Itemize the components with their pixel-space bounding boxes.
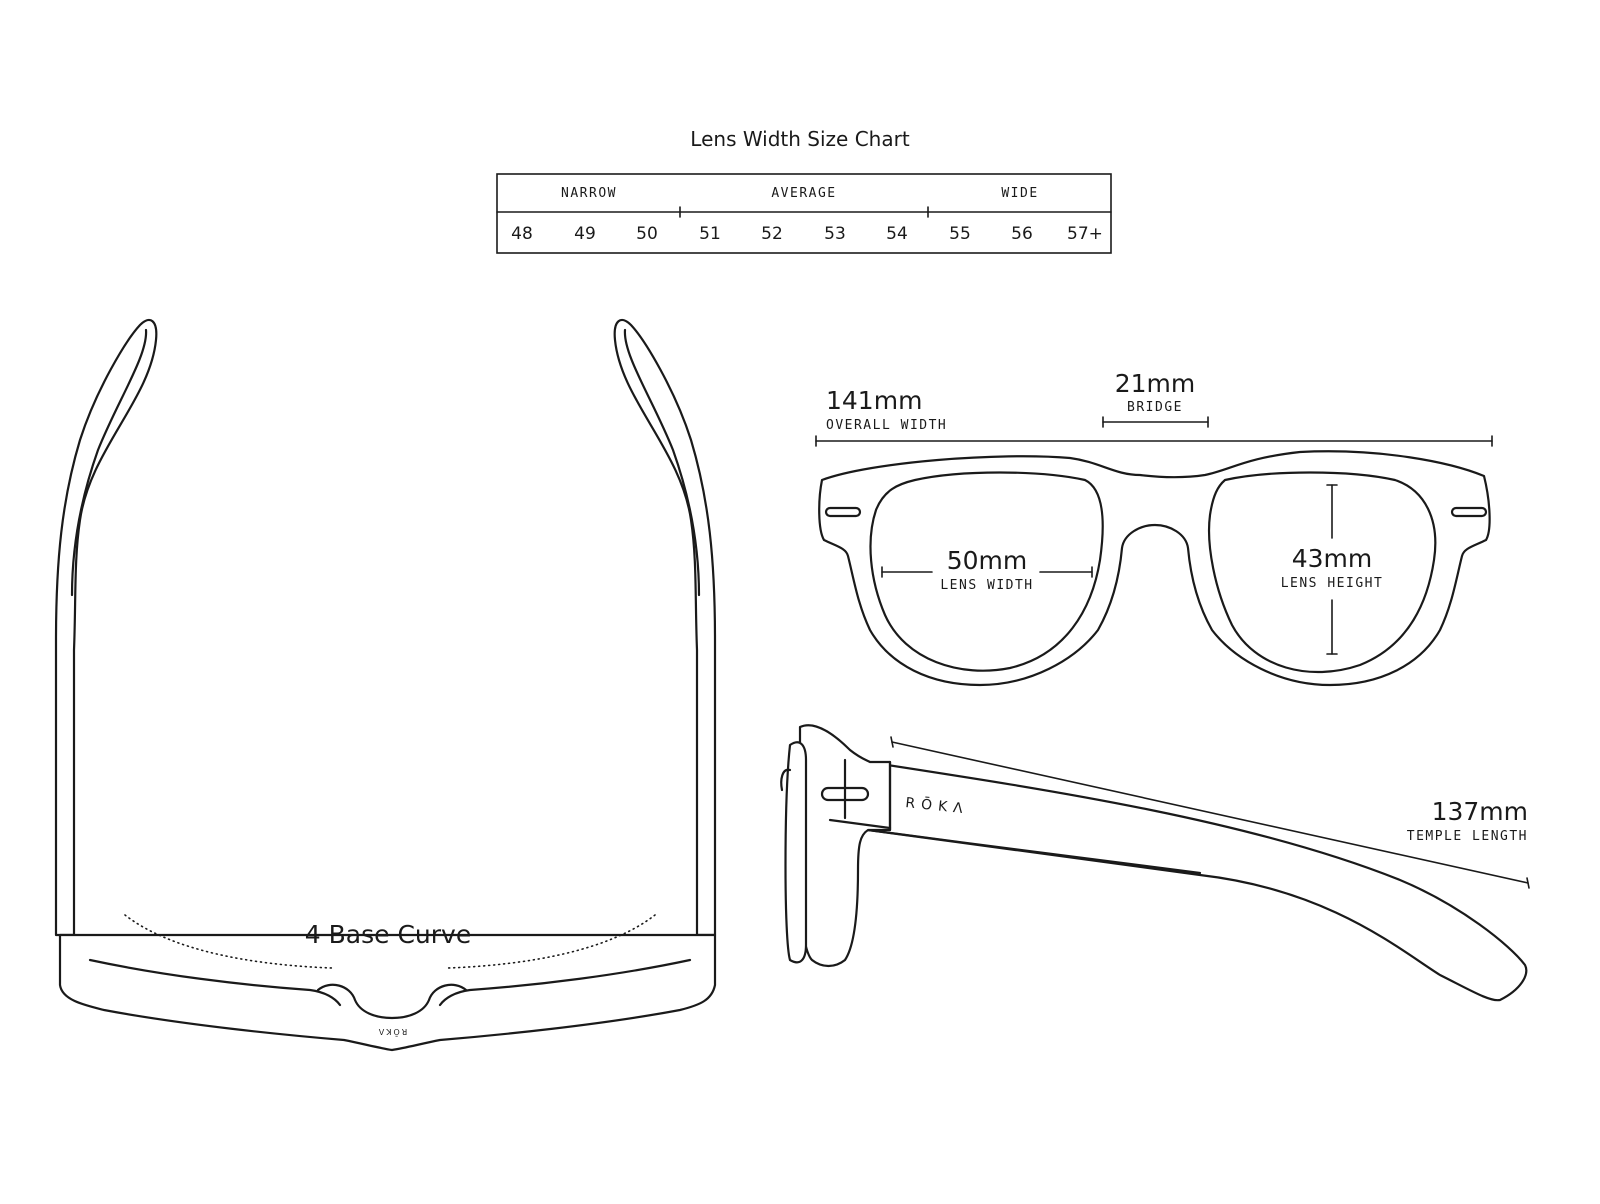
size-category-average: AVERAGE (771, 186, 836, 201)
side-view-nose-pad (780, 768, 792, 792)
front-view-left-hinge (824, 506, 862, 518)
top-view-right-temple (613, 318, 717, 937)
temple-length-label: TEMPLE LENGTH (1407, 829, 1528, 844)
size-cell-54: 54 (886, 224, 908, 244)
size-cell-52: 52 (761, 224, 783, 244)
bridge-value: 21mm (1115, 369, 1196, 398)
temple-length-tick-right (1526, 877, 1530, 889)
size-category-wide: WIDE (1001, 186, 1038, 201)
side-view-brand-mark: RŌKΛ (905, 794, 970, 818)
base-curve-right-arc (447, 914, 656, 969)
top-view-left-lens (88, 958, 342, 1007)
lens-width-value: 50mm (947, 546, 1028, 575)
top-view-glasses: RŌKΛ 4 Base Curve (54, 318, 717, 1052)
top-view-front-frame (58, 933, 717, 1052)
top-view-right-lens (438, 958, 692, 1007)
base-curve-left-arc (124, 914, 333, 969)
side-view-glasses: RŌKΛ 137mm TEMPLE LENGTH (780, 724, 1530, 1002)
side-view-temple-bottom (866, 828, 1202, 875)
size-cell-55: 55 (949, 224, 971, 244)
lens-width-label: LENS WIDTH (940, 578, 1033, 593)
lens-height-value: 43mm (1292, 544, 1373, 573)
front-view-glasses: 141mm OVERALL WIDTH 21mm BRIDGE 50mm LEN… (815, 369, 1493, 687)
side-view-lens-edge (784, 741, 808, 964)
size-cell-50: 50 (636, 224, 658, 244)
temple-length-value: 137mm (1432, 797, 1528, 826)
top-view-left-temple-inner (70, 328, 148, 597)
front-view-right-hinge (1450, 506, 1488, 518)
front-view-left-lens (869, 471, 1104, 672)
size-cell-48: 48 (511, 224, 533, 244)
size-cell-56: 56 (1011, 224, 1033, 244)
top-view-nose-pads (316, 983, 468, 1020)
side-view-hinge-slot (820, 786, 870, 802)
side-view-hinge-bottom (828, 818, 892, 830)
size-cell-51: 51 (699, 224, 721, 244)
top-view-brand-mark: RŌKΛ (377, 1027, 408, 1037)
size-chart-title: Lens Width Size Chart (690, 127, 910, 151)
side-view-front (798, 724, 892, 968)
size-chart: Lens Width Size Chart NARROW AVERAGE WID… (496, 127, 1112, 254)
overall-width-label: OVERALL WIDTH (826, 418, 947, 433)
side-view-temple (866, 760, 1528, 1002)
size-cell-57-plus: 57+ (1067, 224, 1103, 244)
front-view-right-lens (1207, 471, 1437, 674)
size-cell-53: 53 (824, 224, 846, 244)
size-category-narrow: NARROW (561, 186, 617, 201)
top-view-left-temple (54, 318, 158, 937)
temple-length-line (891, 741, 1529, 884)
front-view-frame (818, 450, 1491, 687)
temple-length-tick-left (890, 736, 894, 748)
top-view-right-temple-inner (623, 328, 701, 597)
base-curve-label: 4 Base Curve (305, 920, 471, 949)
size-cell-49: 49 (574, 224, 596, 244)
lens-height-label: LENS HEIGHT (1281, 576, 1384, 591)
bridge-label: BRIDGE (1127, 400, 1183, 415)
overall-width-value: 141mm (826, 386, 922, 415)
size-chart-border (496, 173, 1112, 254)
